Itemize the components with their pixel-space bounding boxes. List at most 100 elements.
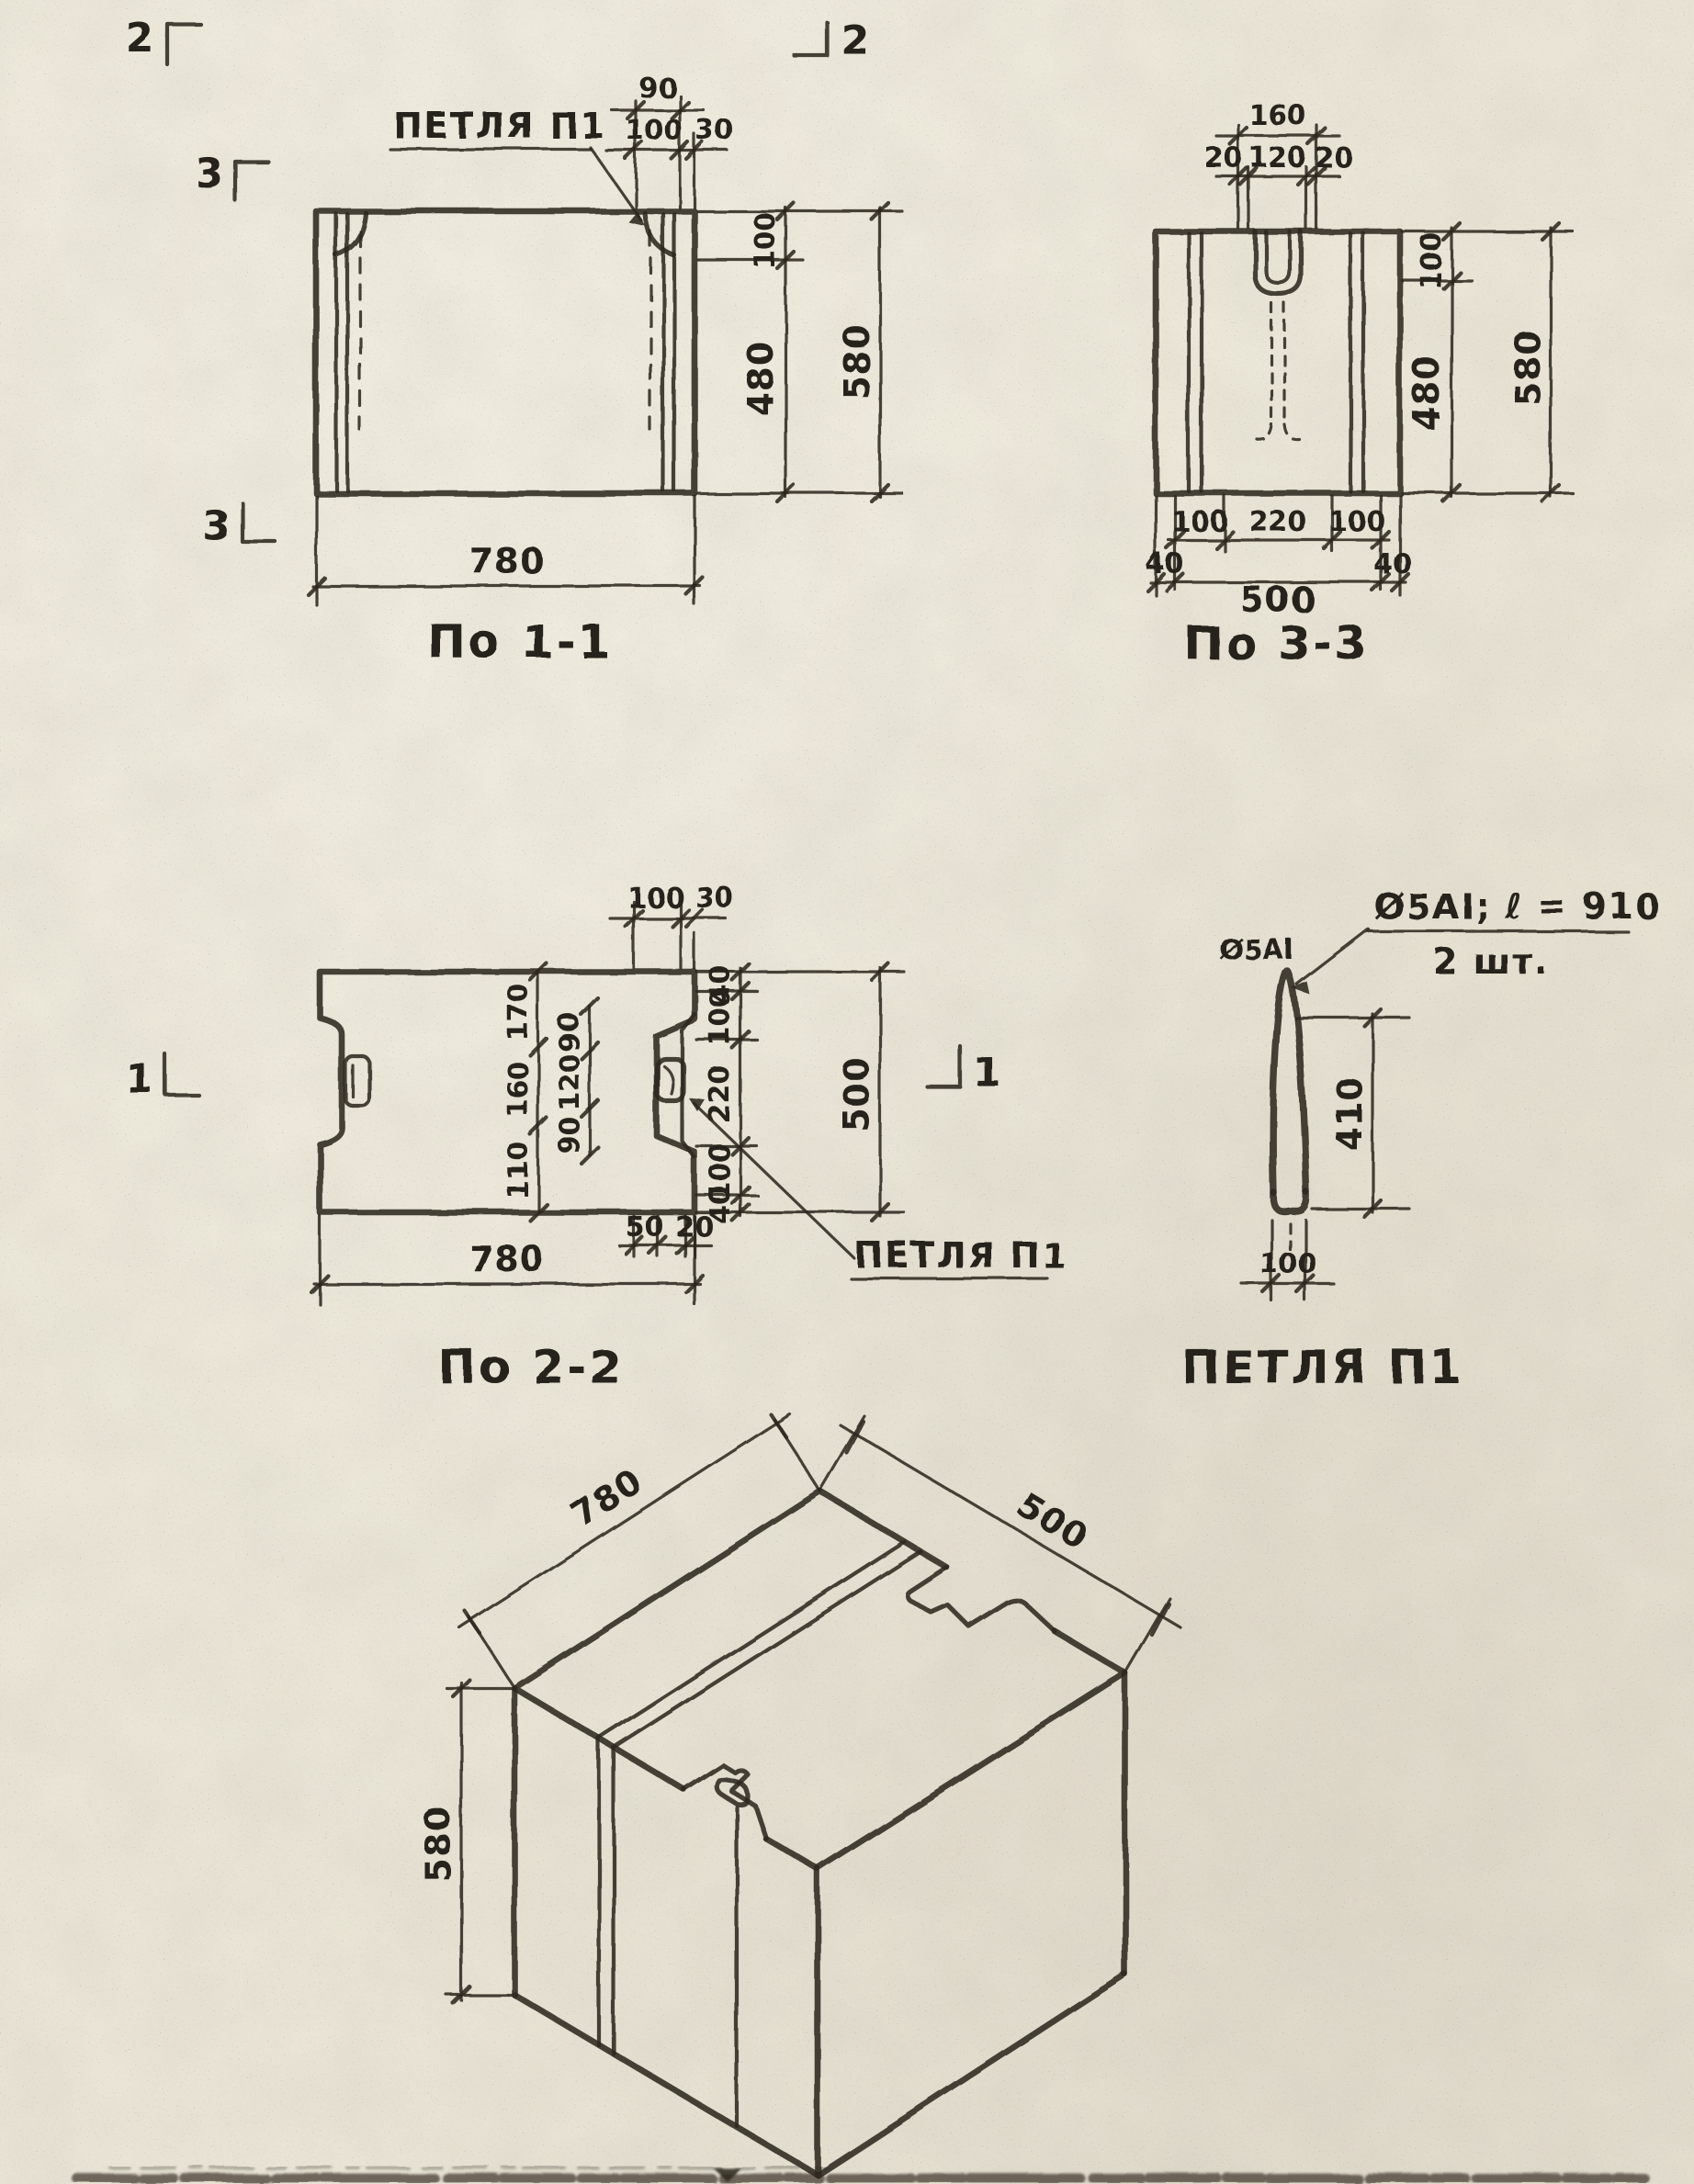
- extension-lines: [819, 1414, 1171, 1675]
- view-3-3-outline: [1152, 228, 1404, 497]
- section-bracket: [164, 21, 203, 67]
- view-1-1-outline: [312, 208, 698, 497]
- dim-30-label: 30: [695, 115, 734, 147]
- dim-line: [457, 1413, 792, 1629]
- dim-500-label: 500: [837, 1057, 877, 1132]
- view-3-3-loop-inner: [1263, 229, 1293, 286]
- iso-dim-580-label: 580: [418, 1807, 458, 1882]
- leader-arrowhead-icon: [689, 1098, 706, 1112]
- dim-100-label: 100: [1259, 1248, 1317, 1280]
- dim-100-right-label: 100: [750, 212, 782, 270]
- dim-ticks: [774, 200, 796, 504]
- extension-lines: [1270, 1218, 1307, 1302]
- extension-lines: [695, 970, 906, 1214]
- iso-top-face: [511, 1488, 1129, 1873]
- extension-lines: [318, 1214, 696, 1306]
- dim-780-label: 780: [469, 541, 545, 581]
- dim-100-bottom-left-label: 100: [1171, 506, 1229, 538]
- dim-40-right-label: 40: [1373, 548, 1412, 580]
- dim-line: [839, 1424, 1182, 1629]
- view-2-2-groove-hole: [343, 1053, 372, 1109]
- iso-groove-lines: [596, 1539, 923, 2129]
- dim-40-bottom-label: 40: [705, 1186, 737, 1224]
- section-bracket: [163, 1052, 201, 1098]
- dim-410-label: 410: [1329, 1075, 1370, 1151]
- dim-ticks: [869, 200, 891, 504]
- section-markers: 2 2 3 3 1 1: [126, 15, 1001, 1103]
- dim-170-label: 170: [503, 984, 535, 1041]
- loop-detail-title: ПЕТЛЯ П1: [1181, 1341, 1464, 1394]
- leader-arrowhead-icon: [1292, 982, 1310, 995]
- leader-arrowhead-icon: [628, 211, 645, 226]
- loop-wire: [1269, 967, 1310, 1196]
- dim-120-label: 120: [1249, 142, 1307, 174]
- dim-580-label: 580: [837, 324, 877, 400]
- view-3-3-loop-hidden-legs: [1255, 301, 1301, 441]
- loop-callout-qty: 2 шт.: [1433, 941, 1550, 982]
- section-marker-2-right: 2: [841, 17, 869, 63]
- dim-50-label: 50: [626, 1211, 664, 1244]
- view-3-3-loop-outer: [1252, 229, 1304, 297]
- dim-ticks: [579, 996, 601, 1166]
- dim-90-label: 90: [638, 73, 677, 105]
- loop-wire-hooks: [1270, 1188, 1310, 1215]
- dim-120-label: 120: [554, 1053, 586, 1111]
- dim-220-label: 220: [705, 1066, 737, 1124]
- view-2-2: 100 30 170 160 110 90 120 90 40 100 220 …: [309, 883, 1066, 1394]
- view-1-1-loop-label: ПЕТЛЯ П1: [393, 106, 606, 146]
- dim-ticks: [305, 575, 706, 597]
- section-marker-3-top: 3: [196, 151, 224, 197]
- view-3-3-flange-lines: [1186, 231, 1366, 494]
- dim-ticks: [1540, 220, 1562, 504]
- extension-lines: [632, 895, 696, 970]
- dim-ticks: [1227, 165, 1327, 187]
- dim-100-top-label: 100: [626, 115, 683, 147]
- dim-ticks: [1440, 220, 1462, 504]
- extension-lines: [1154, 494, 1402, 597]
- dim-480-label: 480: [1406, 355, 1447, 431]
- section-bracket: [240, 501, 278, 545]
- view-1-1-flange-lines: [333, 211, 677, 493]
- dim-ticks: [869, 961, 891, 1223]
- iso-loop-in-notch: [714, 1776, 751, 1807]
- section-marker-1-right: 1: [973, 1049, 1001, 1096]
- dim-ticks: [309, 1273, 706, 1295]
- view-2-2-loop: [653, 1055, 686, 1103]
- extension-lines: [445, 1686, 513, 1997]
- view-1-1-loop-left: [333, 210, 368, 258]
- dim-20-right-label: 20: [1315, 142, 1353, 174]
- loop-callout-text: Ø5АI; ℓ = 910: [1374, 886, 1661, 927]
- view-1-1-title: По 1-1: [427, 615, 613, 669]
- view-1-1-loop-right: [642, 210, 677, 258]
- section-marker-1-left: 1: [126, 1056, 154, 1103]
- dim-ticks: [625, 99, 691, 121]
- dim-ticks: [623, 1234, 696, 1256]
- view-2-2-outline: [316, 968, 698, 1216]
- dim-580-label: 580: [1508, 330, 1548, 405]
- dim-ticks: [623, 140, 706, 162]
- dim-100-top-label: 100: [627, 883, 685, 915]
- extension-lines: [1293, 1016, 1411, 1210]
- page-bottom-artifacts: [72, 2165, 1650, 2184]
- dim-30-label: 30: [695, 883, 734, 915]
- section-marker-3-bottom: 3: [203, 503, 232, 550]
- dim-ticks: [844, 1419, 1171, 1638]
- dim-ticks: [462, 1412, 788, 1636]
- dim-480-label: 480: [740, 341, 781, 416]
- loop-detail: Ø5АI Ø5АI; ℓ = 910 2 шт. 410 100 ПЕТЛЯ П…: [1181, 886, 1661, 1394]
- view-3-3: 160 20 120 20 100 480 580 100 220 100 40: [1145, 100, 1575, 670]
- section-marker-2-left: 2: [126, 15, 154, 62]
- section-bracket: [791, 19, 830, 58]
- dim-110-label: 110: [503, 1142, 535, 1199]
- loop-label-leader: [588, 145, 643, 222]
- dim-100b-label: 100: [705, 1143, 737, 1201]
- callout-leader: [1295, 928, 1371, 986]
- dim-ticks: [623, 907, 706, 929]
- view-1-1: ПЕТЛЯ П1 90 100 30 100 480 580: [305, 73, 904, 669]
- loop-spec-left-label: Ø5АI: [1220, 934, 1294, 966]
- view-2-2-title: По 2-2: [438, 1341, 624, 1394]
- view-1-1-hidden-lines: [358, 230, 652, 432]
